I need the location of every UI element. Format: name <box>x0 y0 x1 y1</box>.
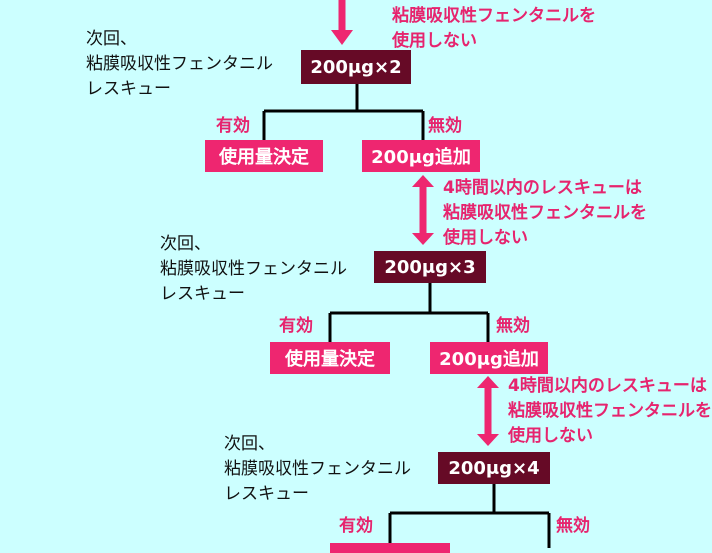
level-1-ineffective-label: 無効 <box>428 116 462 136</box>
level-2-dose-box: 200μg×3 <box>374 251 486 283</box>
level-1-note: 4時間以内のレスキューは 粘膜吸収性フェンタニルを 使用しない <box>443 178 647 248</box>
flow-lines <box>262 0 551 548</box>
titration-flowchart: 粘膜吸収性フェンタニルを 使用しない 次回、 粘膜吸収性フェンタニル レスキュー… <box>86 0 712 553</box>
level-1-dose-box: 200μg×2 <box>301 50 411 84</box>
level-2-effective-label: 有効 <box>279 316 313 336</box>
top-arrow-head <box>331 30 353 45</box>
level-3-decide-box-partial <box>330 543 450 553</box>
level-1-label: 次回、 粘膜吸収性フェンタニル レスキュー <box>86 29 273 99</box>
level-3-label: 次回、 粘膜吸収性フェンタニル レスキュー <box>224 434 411 504</box>
level-2-note: 4時間以内のレスキューは 粘膜吸収性フェンタニルを 使用しない <box>508 376 712 446</box>
double-arrow-2-head-up <box>477 376 499 388</box>
level-2-add-box: 200μg追加 <box>430 342 548 374</box>
level-1-decide-box: 使用量決定 <box>205 140 323 172</box>
level-1-add-box: 200μg追加 <box>362 140 480 172</box>
level-3-dose-box: 200μg×4 <box>438 452 550 484</box>
level-2-ineffective-label: 無効 <box>496 316 530 336</box>
level-3-effective-label: 有効 <box>339 516 373 536</box>
level-2-label: 次回、 粘膜吸収性フェンタニル レスキュー <box>160 234 347 304</box>
top-note: 粘膜吸収性フェンタニルを 使用しない <box>392 6 596 51</box>
level-3-ineffective-label: 無効 <box>556 516 590 536</box>
double-arrow-1-head-down <box>412 233 434 245</box>
level-1-effective-label: 有効 <box>216 116 250 136</box>
double-arrow-2-head-down <box>477 434 499 446</box>
double-arrow-1-head-up <box>412 175 434 187</box>
level-2-decide-box: 使用量決定 <box>270 342 390 374</box>
